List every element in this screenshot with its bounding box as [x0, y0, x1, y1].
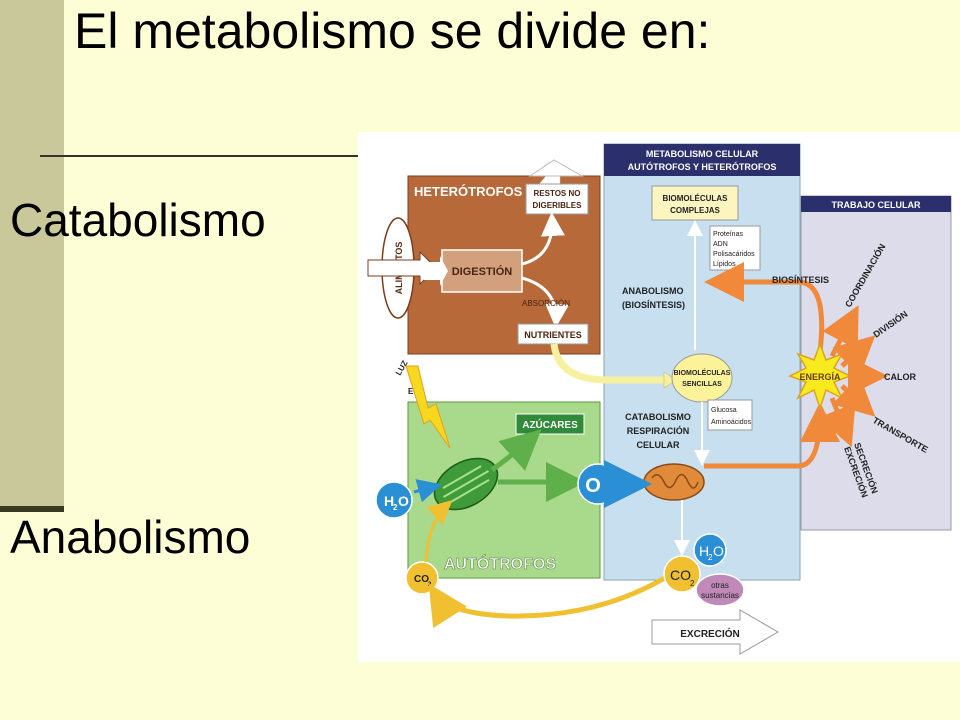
term-catabolismo: Catabolismo [10, 194, 266, 246]
h2o-left-sub: 2 [393, 503, 398, 512]
nutrientes-box [517, 323, 589, 345]
h2o-to-chloroplast-arrow [413, 479, 442, 503]
nutrientes-to-sencillas-arrow [550, 343, 668, 384]
lightning-bolt [405, 365, 451, 449]
metabolismo-header-line2: AUTÓTROFOS Y HETERÓTROFOS [628, 161, 777, 172]
arrow-division [832, 335, 876, 378]
h2o-left-circle [375, 481, 413, 519]
heterotrofos-label: HETERÓTROFOS [414, 184, 523, 199]
term-anabolismo: Anabolismo [10, 511, 251, 563]
bio-sencillas-oval [671, 353, 733, 403]
azucares-box [515, 413, 585, 435]
co2-to-chloroplast-arrow [424, 499, 453, 563]
otras-oval [695, 573, 745, 607]
chloroplast-to-azucares-arrow [490, 429, 542, 473]
autotrofos-label: AUTÓTROFOS [444, 554, 556, 573]
bio-complejas-line1: BIOMOLÉCULAS [663, 194, 729, 203]
trabajo-header [801, 196, 951, 212]
luz-label-line2: E [408, 387, 414, 396]
metabolism-diagram: METABOLISMO CELULAR AUTÓTROFOS Y HETERÓT… [358, 132, 960, 662]
complex-item-3: Polisacáridos [713, 251, 755, 258]
catabolismo-line2: RESPIRACIÓN [627, 425, 690, 436]
h2o-left-h: H [384, 493, 394, 509]
nutrientes-to-sencillas-head [663, 371, 677, 389]
digestion-to-restos-arrow [521, 212, 565, 266]
h2o-right-sub: 2 [708, 553, 713, 562]
energia-to-biosintesis-arrow [704, 262, 825, 353]
complex-item-2: ADN [713, 241, 728, 248]
catabolismo-line3: CELULAR [637, 440, 680, 450]
h2o-right-o: O [713, 543, 724, 559]
slide-side-bar [0, 0, 64, 508]
restos-up-arrow-head [528, 159, 584, 177]
arrow-transporte [832, 374, 876, 417]
excrecion-label: EXCRECIÓN [680, 627, 739, 640]
digestion-to-nutrientes-arrow [521, 276, 570, 328]
biosintesis-label: BIOSÍNTESIS [772, 275, 829, 285]
mitochondria-catabolism [643, 463, 705, 501]
digestion-arrow [424, 256, 448, 286]
arrow-secrecion [818, 397, 856, 448]
h2o-right-circle [693, 533, 727, 567]
co2-right-circle [663, 555, 701, 593]
catabolismo-line1: CATABOLISMO [625, 412, 691, 422]
mitochondria-cristae [651, 473, 699, 489]
bio-complejas-box [651, 185, 739, 221]
otras-line1: otras [711, 581, 729, 590]
simple-item-1: Glucosa [711, 407, 737, 414]
calor-label: CALOR [884, 372, 916, 382]
co2-loop-arrow [428, 573, 670, 629]
simple-item-2: Aminoácidos [711, 419, 752, 426]
slide-title: El metabolismo se divide en: [74, 3, 711, 59]
energia-label: ENERGÍA [799, 372, 841, 382]
anabolismo-line2: (BIOSÍNTESIS) [622, 300, 685, 310]
bio-sencillas-line1: BIOMOLÉCULAS [674, 368, 731, 377]
bio-complejas-line2: COMPLEJAS [670, 206, 720, 215]
title-rule [40, 155, 362, 157]
co2-left-label: CO [414, 574, 429, 585]
otras-line2: sustancias [701, 591, 739, 600]
co2-right-sub: 2 [690, 579, 695, 588]
digestion-box [441, 249, 523, 293]
o2-sub: 2 [608, 490, 614, 501]
complex-item-4: Lípidos [713, 261, 736, 268]
o2-label: O [585, 475, 601, 497]
complex-item-1: Proteínas [713, 231, 743, 238]
azucares-label: AZÚCARES [522, 418, 578, 431]
restos-line2: DIGERIBLES [533, 201, 583, 210]
simple-list-box [707, 399, 753, 431]
restos-line1: RESTOS NO [534, 189, 581, 198]
absorcion-label: ABSORCIÓN [522, 299, 570, 308]
metabolismo-header-line1: METABOLISMO CELULAR [646, 149, 759, 159]
co2-right-label: CO [670, 567, 691, 583]
slide-side-tick [0, 506, 64, 512]
nutrientes-label: NUTRIENTES [524, 330, 582, 340]
bio-sencillas-line2: SENCILLAS [682, 381, 722, 388]
excrecion-arrow [651, 609, 779, 655]
metabolismo-header [604, 144, 800, 176]
digestion-label: DIGESTIÓN [452, 265, 513, 278]
h2o-left-o: O [398, 493, 409, 509]
anabolismo-line1: ANABOLISMO [622, 286, 684, 296]
trabajo-label: TRABAJO CELULAR [832, 200, 921, 210]
h2o-right-h: H [699, 543, 709, 559]
